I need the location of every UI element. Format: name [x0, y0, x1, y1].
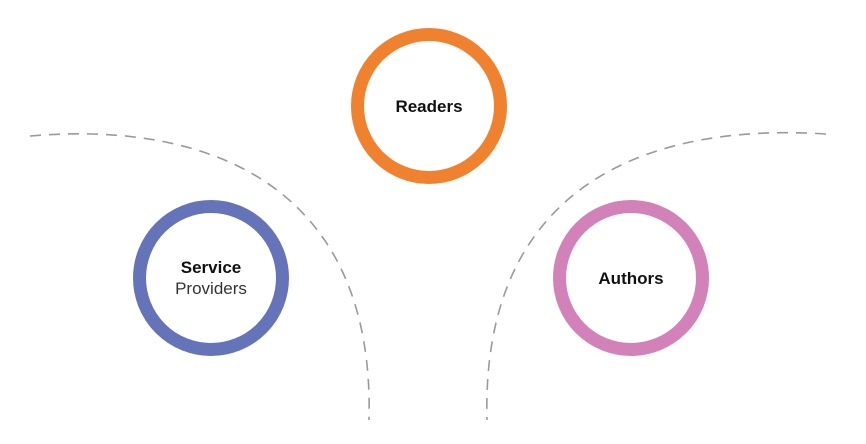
service-providers-node: Service Providers	[133, 200, 289, 356]
authors-label: Authors	[598, 268, 664, 288]
service-label: Service	[180, 258, 242, 277]
providers-label: Providers	[175, 279, 247, 298]
left-dashed-arc	[29, 133, 370, 421]
right-dashed-arc	[486, 131, 827, 421]
readers-node: Readers	[351, 28, 507, 184]
authors-node: Authors	[553, 200, 709, 356]
readers-label: Readers	[395, 96, 463, 116]
